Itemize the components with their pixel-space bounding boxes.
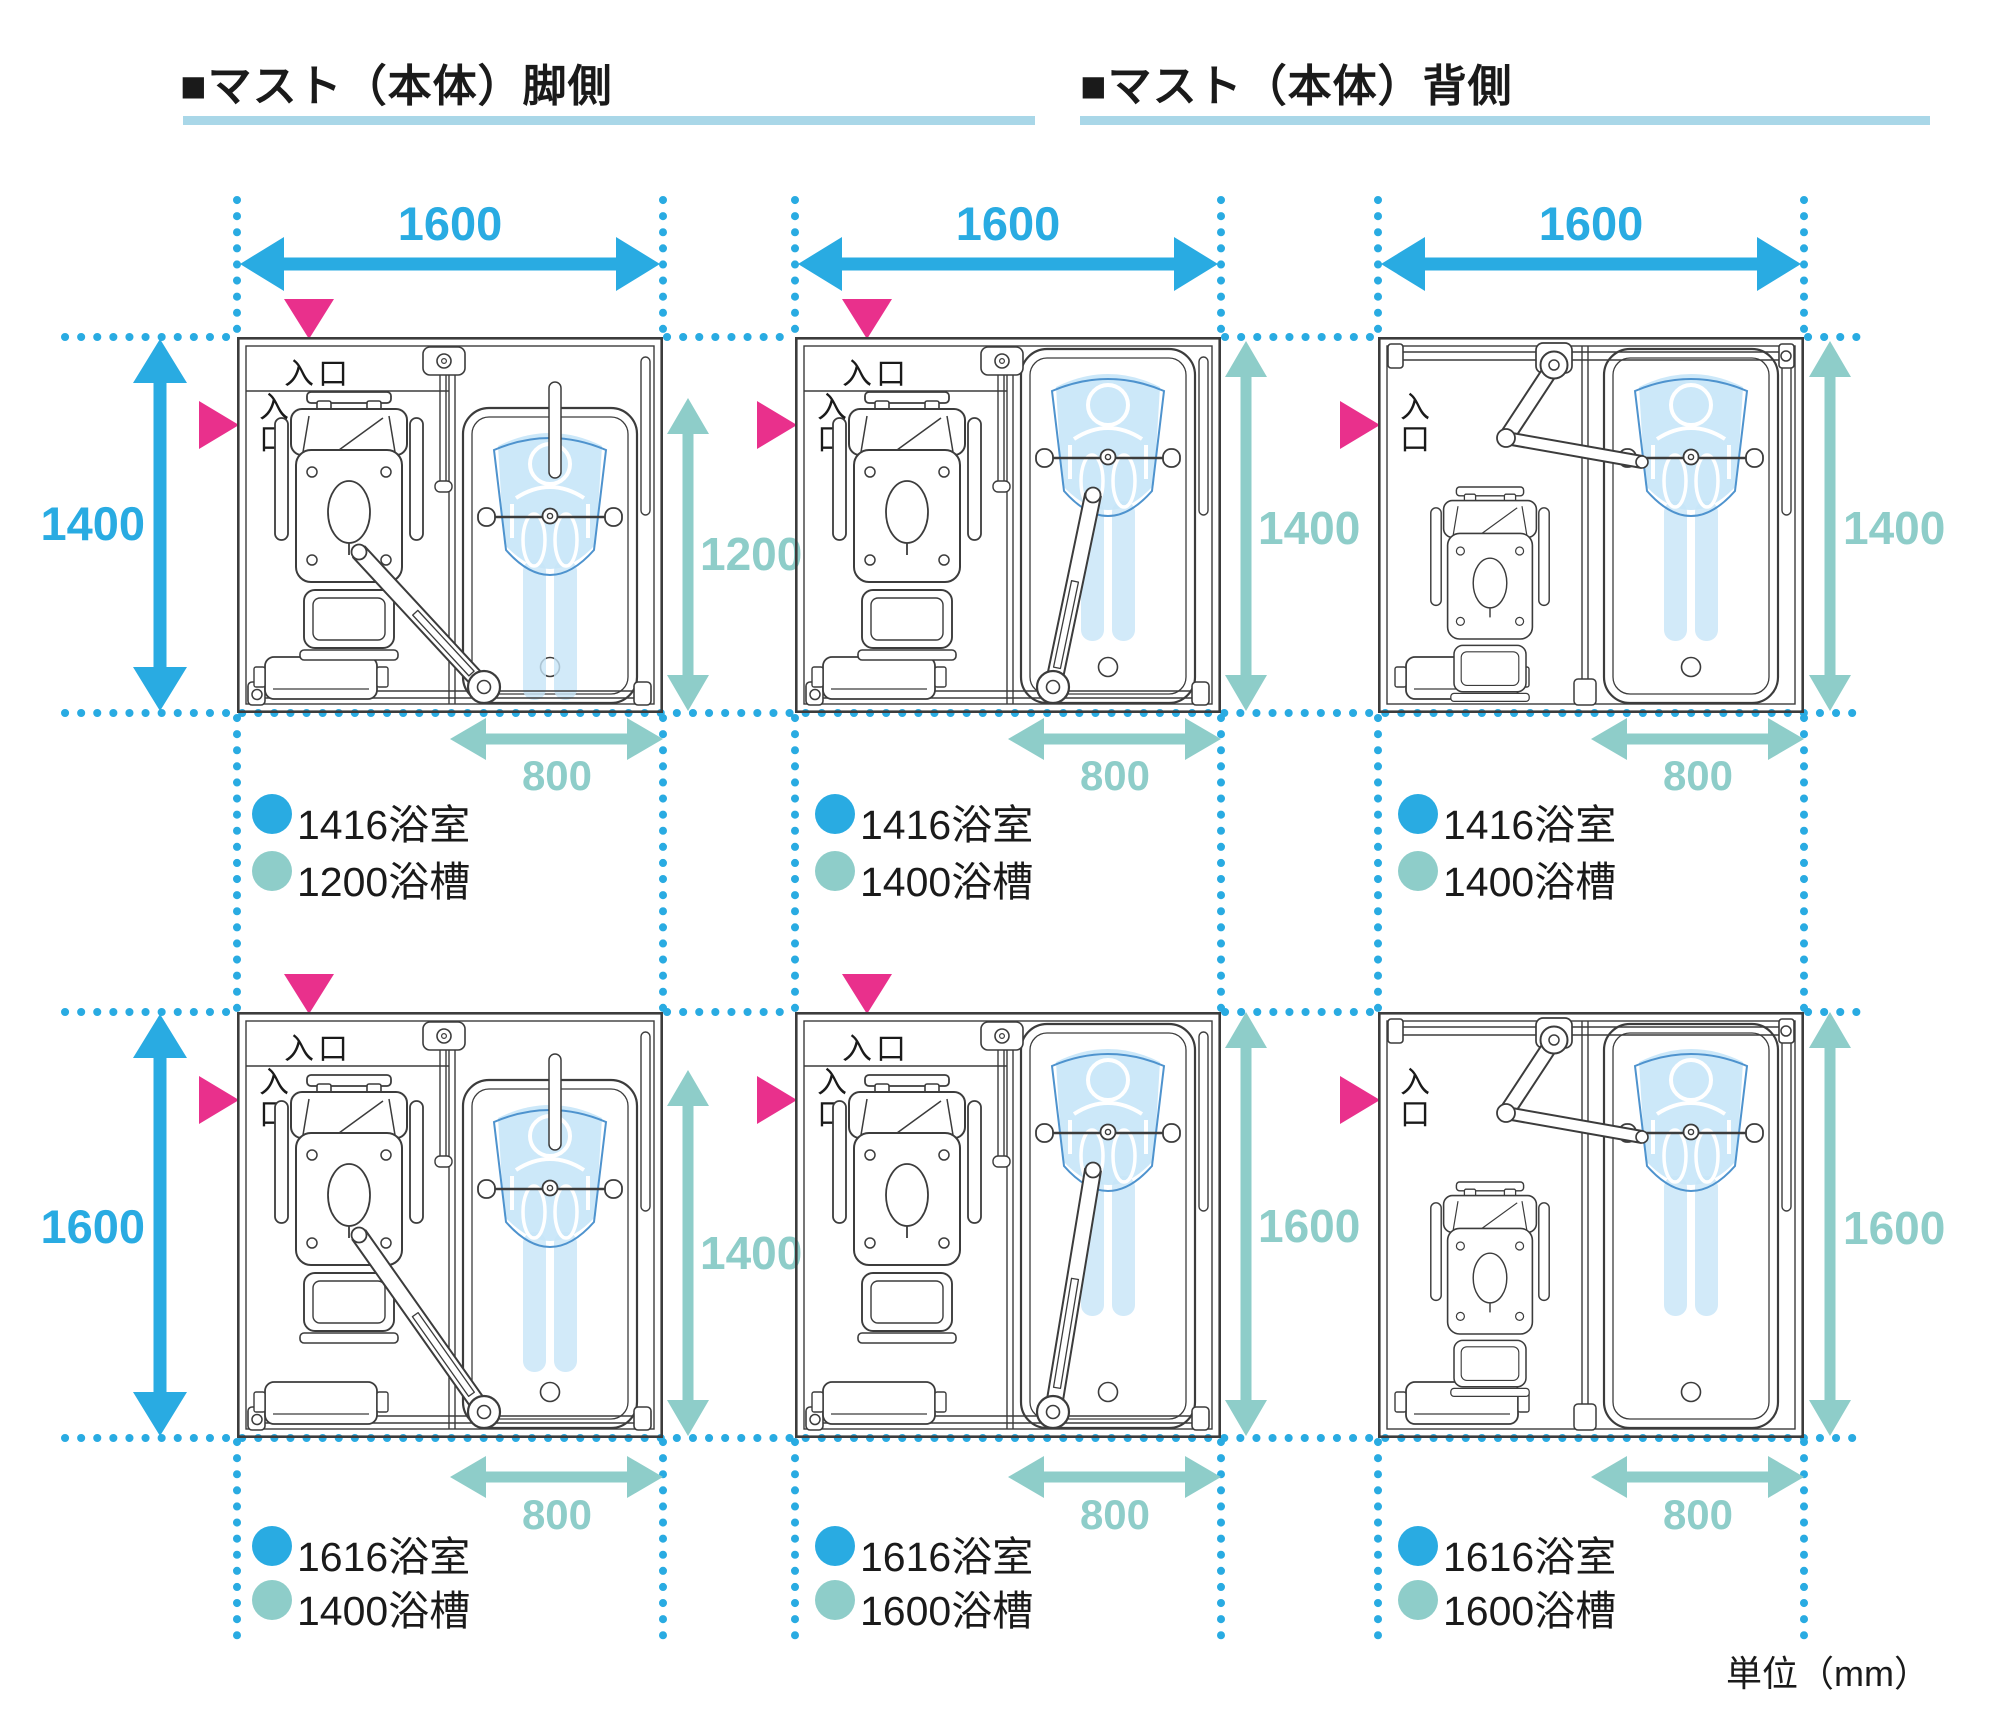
unit-note: 単位（mm）	[1726, 1653, 1930, 1694]
dimension-arrow	[450, 718, 663, 760]
legend-dot-tub	[815, 1580, 855, 1620]
dim-label-tub-length: 1200	[700, 528, 803, 580]
dimension-arrow	[1381, 237, 1801, 291]
legend-tub-size: 1200浴槽	[297, 859, 471, 905]
dimension-arrow	[667, 1070, 709, 1436]
dimension-arrow	[667, 398, 709, 711]
legend-dot-room	[1398, 1526, 1438, 1566]
room-floorplan-legside-1416-1400	[795, 337, 1221, 713]
legend-dot-room	[252, 794, 292, 834]
dimension-arrow	[1809, 1012, 1851, 1436]
entrance-marker-left	[1340, 401, 1380, 449]
dim-label-room-height: 1400	[40, 497, 145, 550]
legend-room-size: 1416浴室	[860, 802, 1034, 848]
dim-label-tub-width: 800	[1079, 1491, 1151, 1538]
dimension-arrow	[1008, 718, 1221, 760]
dimension-arrow	[133, 1014, 187, 1436]
dimension-arrow	[1225, 1012, 1267, 1436]
dim-label-top-width: 1600	[955, 197, 1061, 250]
dimension-arrow	[240, 237, 660, 291]
legend-room-size: 1616浴室	[860, 1534, 1034, 1580]
legend-dot-tub	[815, 851, 855, 891]
entrance-label-top: 入口	[842, 358, 910, 391]
dimension-arrow	[133, 339, 187, 711]
dim-label-top-width: 1600	[1538, 197, 1644, 250]
legend-dot-tub	[252, 851, 292, 891]
entrance-marker-top	[842, 299, 892, 339]
room-floorplan-legside-1416-1200	[237, 337, 663, 713]
dimension-arrow	[1008, 1456, 1221, 1498]
dim-label-tub-length: 1600	[1843, 1202, 1946, 1254]
room-floorplan-backside-1616-1600	[1378, 1012, 1804, 1438]
dimension-arrow	[1591, 1456, 1804, 1498]
header-underline-right	[1080, 116, 1930, 125]
legend-dot-tub	[1398, 851, 1438, 891]
entrance-label-top: 入口	[842, 1033, 910, 1066]
dim-label-top-width: 1600	[397, 197, 503, 250]
entrance-label-top: 入口	[284, 358, 352, 391]
entrance-marker-left	[199, 401, 239, 449]
dim-label-tub-width: 800	[521, 752, 593, 799]
legend-dot-room	[1398, 794, 1438, 834]
room-floorplan-legside-1616-1400	[237, 1012, 663, 1438]
dim-label-tub-length: 1400	[700, 1227, 803, 1279]
legend-room-size: 1616浴室	[1443, 1534, 1617, 1580]
dim-label-tub-length: 1400	[1258, 502, 1361, 554]
header-underline-left	[183, 116, 1035, 125]
legend-tub-size: 1600浴槽	[1443, 1588, 1617, 1634]
entrance-label-left: 入口	[1395, 1066, 1428, 1130]
legend-dot-tub	[252, 1580, 292, 1620]
dimension-arrow	[450, 1456, 663, 1498]
legend-room-size: 1616浴室	[297, 1534, 471, 1580]
dimension-arrow	[1225, 341, 1267, 711]
dim-label-tub-length: 1400	[1843, 502, 1946, 554]
dim-label-tub-width: 800	[1662, 1491, 1734, 1538]
entrance-marker-top	[284, 974, 334, 1014]
legend-dot-room	[815, 794, 855, 834]
room-floorplan-backside-1416-1400	[1378, 337, 1804, 713]
legend-dot-room	[252, 1526, 292, 1566]
entrance-marker-top	[842, 974, 892, 1014]
entrance-marker-top	[284, 299, 334, 339]
entrance-label-left: 入口	[1395, 391, 1428, 455]
section-title-leg-side: ■マスト（本体）脚側	[180, 62, 613, 111]
dimension-arrow	[798, 237, 1218, 291]
section-title-back-side: ■マスト（本体）背側	[1080, 62, 1513, 111]
legend-dot-room	[815, 1526, 855, 1566]
dim-label-tub-width: 800	[1079, 752, 1151, 799]
dim-label-tub-length: 1600	[1258, 1200, 1361, 1252]
legend-tub-size: 1600浴槽	[860, 1588, 1034, 1634]
dim-label-tub-width: 800	[1662, 752, 1734, 799]
entrance-label-top: 入口	[284, 1033, 352, 1066]
legend-room-size: 1416浴室	[297, 802, 471, 848]
entrance-marker-left	[199, 1076, 239, 1124]
dim-label-tub-width: 800	[521, 1491, 593, 1538]
entrance-marker-left	[757, 401, 797, 449]
room-floorplan-legside-1616-1600	[795, 1012, 1221, 1438]
dimension-arrow	[1591, 718, 1804, 760]
entrance-marker-left	[1340, 1076, 1380, 1124]
legend-tub-size: 1400浴槽	[297, 1588, 471, 1634]
legend-room-size: 1416浴室	[1443, 802, 1617, 848]
legend-tub-size: 1400浴槽	[860, 859, 1034, 905]
dimension-arrow	[1809, 341, 1851, 711]
legend-tub-size: 1400浴槽	[1443, 859, 1617, 905]
dim-label-room-height: 1600	[40, 1200, 145, 1253]
entrance-marker-left	[757, 1076, 797, 1124]
legend-dot-tub	[1398, 1580, 1438, 1620]
